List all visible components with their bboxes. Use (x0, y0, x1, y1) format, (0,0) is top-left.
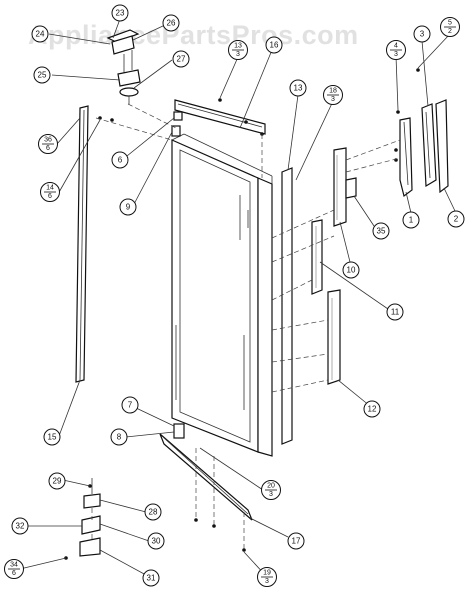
callout-3: 3 (413, 25, 431, 43)
callout-number: 34 (10, 562, 18, 569)
callout-number: 11 (391, 308, 400, 317)
callout-number: 5 (448, 20, 452, 27)
callout-35: 35 (372, 222, 390, 240)
callout-36: 366 (38, 134, 58, 154)
callout-number: 31 (147, 574, 156, 583)
door-side-trim (281, 167, 293, 445)
callout-32: 32 (11, 517, 29, 535)
watermark-text: AppliancePartsPros.com (28, 20, 359, 50)
callout-27: 27 (172, 50, 190, 68)
left-gasket-strip (75, 105, 89, 383)
callout-20: 203 (261, 480, 281, 500)
callout-4: 43 (386, 40, 406, 60)
callout-6: 6 (111, 151, 129, 169)
callout-number: 7 (128, 401, 133, 410)
callout-7: 7 (121, 396, 139, 414)
callout-quantity: 3 (269, 491, 273, 498)
callout-23: 23 (111, 4, 129, 22)
callout-number: 4 (394, 43, 398, 50)
callout-number: 10 (347, 266, 356, 275)
callout-number: 25 (38, 71, 47, 80)
callout-number: 3 (420, 30, 425, 39)
callout-quantity: 6 (48, 193, 52, 200)
callout-34: 346 (4, 559, 24, 579)
callout-number: 6 (118, 156, 123, 165)
callout-26: 26 (162, 14, 180, 32)
callout-11: 11 (386, 303, 404, 321)
callout-number: 28 (149, 508, 158, 517)
callout-10: 10 (342, 261, 360, 279)
callout-number: 18 (329, 88, 337, 95)
callout-28: 28 (144, 503, 162, 521)
handle-brackets (399, 99, 449, 198)
callout-number: 16 (270, 41, 279, 50)
callout-number: 1 (409, 216, 414, 225)
callout-number: 17 (292, 537, 301, 546)
callout-9: 9 (119, 198, 137, 216)
callout-30: 30 (147, 532, 165, 550)
callout-number: 29 (53, 477, 62, 486)
callout-number: 2 (454, 215, 459, 224)
callout-number: 30 (152, 537, 161, 546)
callout-25: 25 (33, 66, 51, 84)
callout-14: 146 (40, 182, 60, 202)
callout-number: 20 (267, 483, 275, 490)
alignment-lines (91, 103, 401, 550)
callout-12: 12 (363, 400, 381, 418)
callout-number: 24 (36, 30, 45, 39)
callout-13b: 13 (289, 79, 307, 97)
door-top-channel (174, 99, 266, 135)
callout-1: 1 (402, 211, 420, 229)
callout-quantity: 3 (394, 51, 398, 58)
door-bottom-channel (159, 433, 253, 521)
callout-number: 14 (46, 185, 54, 192)
callout-31: 31 (142, 569, 160, 587)
callout-number: 13 (234, 43, 242, 50)
small-fittings (171, 111, 185, 439)
leader-lines (19, 18, 456, 578)
callout-5: 52 (440, 17, 460, 37)
callout-2: 2 (447, 210, 465, 228)
callout-17: 17 (287, 532, 305, 550)
callout-number: 23 (116, 9, 125, 18)
callout-number: 35 (377, 227, 386, 236)
callout-16: 16 (265, 36, 283, 54)
callout-29: 29 (48, 472, 66, 490)
callout-quantity: 3 (236, 51, 240, 58)
top-hinge-assembly (106, 29, 141, 104)
callout-8: 8 (110, 428, 128, 446)
callout-number: 13 (294, 84, 303, 93)
bottom-hinge-assembly (79, 478, 101, 557)
callout-quantity: 6 (12, 570, 16, 577)
callout-number: 9 (126, 203, 131, 212)
callout-15: 15 (43, 428, 61, 446)
callout-number: 32 (16, 522, 25, 531)
callout-18: 183 (323, 85, 343, 105)
callout-quantity: 3 (265, 578, 269, 585)
small-bracket (345, 177, 357, 199)
callout-number: 15 (48, 433, 57, 442)
callout-19: 193 (257, 567, 277, 587)
callout-24: 24 (31, 25, 49, 43)
callout-number: 36 (44, 137, 52, 144)
callout-quantity: 3 (331, 96, 335, 103)
callout-number: 8 (117, 433, 122, 442)
callout-number: 19 (263, 570, 271, 577)
callout-number: 12 (368, 405, 377, 414)
handle-pieces (311, 147, 347, 385)
callout-quantity: 6 (46, 145, 50, 152)
callout-quantity: 2 (448, 28, 452, 35)
callout-number: 26 (167, 19, 176, 28)
callout-number: 27 (177, 55, 186, 64)
callout-13: 133 (228, 40, 248, 60)
door-panel (171, 133, 273, 457)
